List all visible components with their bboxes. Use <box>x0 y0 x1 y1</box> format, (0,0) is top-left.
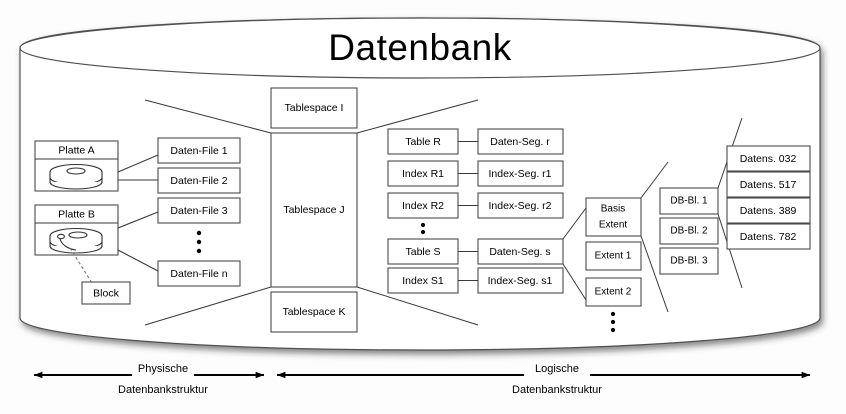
list-item[interactable]: Table R <box>387 128 459 155</box>
record-list: Datens. 032 Datens. 517 Datens. 389 Date… <box>726 145 811 250</box>
index-seg-s1-label: Index-Seg. s1 <box>488 275 553 287</box>
list-item[interactable]: DB-Bl. 1 <box>659 187 719 215</box>
list-item[interactable]: Datens. 782 <box>726 223 811 250</box>
list-item[interactable]: Index-Seg. s1 <box>477 267 564 294</box>
list-item[interactable]: Daten-File 1 <box>157 137 241 164</box>
table-r-label: Table R <box>405 136 441 148</box>
disk-platte-b[interactable]: Platte B <box>34 204 119 256</box>
disk-a-label: Platte A <box>58 144 94 156</box>
list-item[interactable]: Index S1 <box>387 267 459 294</box>
fan-lines-logical <box>356 99 479 326</box>
datens-032-label: Datens. 032 <box>740 153 797 165</box>
table-s-label: Table S <box>405 246 440 258</box>
axis-logical-line2: Datenbankstruktur <box>512 384 602 396</box>
disk-platte-a[interactable]: Platte A <box>34 140 119 192</box>
ellipsis-vertical-icon <box>610 311 616 333</box>
segment-extent-fan <box>562 207 587 301</box>
axis-physical-line2: Datenbankstruktur <box>118 384 208 396</box>
db-bl-2-label: DB-Bl. 2 <box>670 226 708 237</box>
index-seg-r1-label: Index-Seg. r1 <box>488 168 551 180</box>
list-item[interactable]: Basis Extent <box>585 197 642 237</box>
list-item[interactable]: Daten-File n <box>157 260 241 287</box>
index-r1-label: Index R1 <box>402 168 444 180</box>
datens-389-label: Datens. 389 <box>740 205 797 217</box>
disk-file-connectors <box>117 154 159 272</box>
ellipsis-vertical-icon <box>420 222 426 235</box>
datens-517-label: Datens. 517 <box>740 179 797 191</box>
extent-1-label: Extent 1 <box>595 251 632 262</box>
list-item[interactable]: Index R1 <box>387 160 459 187</box>
list-item[interactable]: Daten-Seg. s <box>477 238 564 265</box>
basis-extent-line2: Extent <box>599 220 628 231</box>
data-file-n-label: Daten-File n <box>170 268 227 280</box>
object-segment-connectors <box>458 140 478 282</box>
db-bl-1-label: DB-Bl. 1 <box>670 196 708 207</box>
disk-platter-icon <box>49 163 103 190</box>
db-bl-3-label: DB-Bl. 3 <box>670 256 708 267</box>
daten-seg-r-label: Daten-Seg. r <box>490 136 550 148</box>
list-item[interactable]: Daten-Seg. r <box>477 128 564 155</box>
extent-2-label: Extent 2 <box>595 287 632 298</box>
list-item[interactable]: Datens. 517 <box>726 171 811 198</box>
list-item[interactable]: Extent 1 <box>585 241 642 271</box>
list-item[interactable]: Datens. 389 <box>726 197 811 224</box>
list-item[interactable]: Daten-File 2 <box>157 167 241 194</box>
fan-lines-physical <box>144 99 272 326</box>
data-file-2-label: Daten-File 2 <box>170 175 227 187</box>
block-label: Block <box>93 287 119 299</box>
data-file-3-label: Daten-File 3 <box>170 205 227 217</box>
data-file-list: Daten-File 1 Daten-File 2 Daten-File 3 D… <box>157 137 241 287</box>
tablespace-i[interactable]: Tablespace I <box>270 87 358 129</box>
list-item[interactable]: Index-Seg. r2 <box>477 192 564 219</box>
tablespace-j-label: Tablespace J <box>283 204 344 216</box>
basis-extent-line1: Basis <box>601 204 625 215</box>
list-item[interactable]: Extent 2 <box>585 277 642 307</box>
datens-782-label: Datens. 782 <box>740 231 797 243</box>
extent-list: Basis Extent Extent 1 Extent 2 <box>585 197 642 333</box>
ellipsis-vertical-icon <box>196 230 202 254</box>
db-block-list: DB-Bl. 1 DB-Bl. 2 DB-Bl. 3 <box>659 187 719 275</box>
axis-physical-line1: Physische <box>138 363 188 375</box>
daten-seg-s-label: Daten-Seg. s <box>489 246 550 258</box>
list-item[interactable]: Index R2 <box>387 192 459 219</box>
tablespace-k[interactable]: Tablespace K <box>270 291 358 333</box>
object-list: Table R Index R1 Index R2 Table S Index … <box>387 128 459 294</box>
axis-logical-line1: Logische <box>535 363 579 375</box>
index-r2-label: Index R2 <box>402 200 444 212</box>
list-item[interactable]: DB-Bl. 3 <box>659 247 719 275</box>
data-file-1-label: Daten-File 1 <box>170 145 227 157</box>
axis-logical: Logische Datenbankstruktur <box>276 363 811 396</box>
segment-list: Daten-Seg. r Index-Seg. r1 Index-Seg. r2… <box>477 128 564 294</box>
list-item[interactable]: DB-Bl. 2 <box>659 217 719 245</box>
list-item[interactable]: Datens. 032 <box>726 145 811 172</box>
list-item[interactable]: Daten-File 3 <box>157 197 241 224</box>
tablespace-j[interactable]: Tablespace J <box>270 132 358 288</box>
axis-physical: Physische Datenbankstruktur <box>33 363 265 396</box>
list-item[interactable]: Index-Seg. r1 <box>477 160 564 187</box>
block-callout[interactable]: Block <box>69 247 131 305</box>
tablespace-list: Tablespace I Tablespace J Tablespace K <box>270 87 358 333</box>
page-title: Datenbank <box>328 27 511 68</box>
extent-block-fan <box>640 161 669 313</box>
list-item[interactable]: Table S <box>387 238 459 265</box>
disk-b-label: Platte B <box>58 208 95 220</box>
disk-platter-icon <box>49 227 103 254</box>
index-s1-label: Index S1 <box>402 275 444 287</box>
tablespace-k-label: Tablespace K <box>282 306 345 318</box>
tablespace-i-label: Tablespace I <box>285 102 344 114</box>
index-seg-r2-label: Index-Seg. r2 <box>488 200 551 212</box>
